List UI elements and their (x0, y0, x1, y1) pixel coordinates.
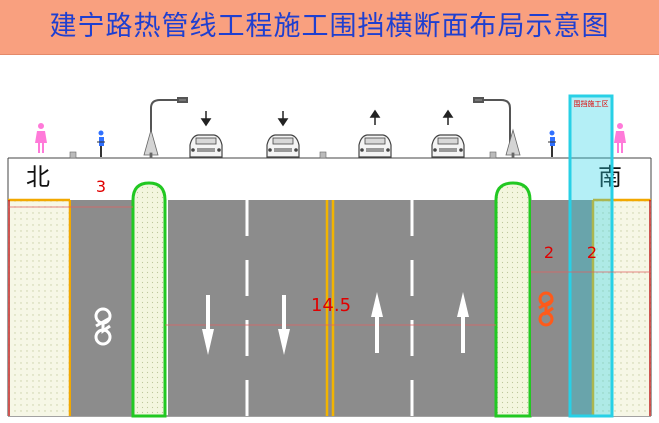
construction-zone (568, 94, 614, 418)
curb-post-center (319, 151, 327, 159)
bike-icon-right (538, 291, 554, 327)
curb-post-left (69, 151, 77, 159)
direction-arrow-down-1 (200, 111, 212, 127)
direction-arrow-down-2 (277, 111, 289, 127)
car-icon-3 (358, 134, 392, 158)
construction-zone-label: 围挡施工区 (574, 99, 609, 108)
direction-arrow-up-2 (442, 109, 454, 125)
tree-right-icon (505, 128, 521, 159)
car-icon-4 (431, 134, 465, 158)
street-light-left-icon (150, 97, 188, 150)
arrow-up-1 (371, 292, 383, 353)
tree-left-icon (143, 128, 159, 159)
left-median (131, 181, 167, 418)
arrow-up-2 (457, 292, 469, 353)
car-icon-2 (266, 134, 300, 158)
dim-right-1: 2 (544, 243, 554, 262)
street-light-right-icon (473, 97, 511, 150)
pedestrian-right-icon (614, 123, 626, 153)
arrow-down-1 (202, 295, 214, 355)
south-label: 南 (598, 163, 622, 191)
cyclist-right-icon (548, 130, 556, 157)
title-bar: 建宁路热管线工程施工围挡横断面布局示意图 (0, 0, 659, 55)
dim-center: 14.5 (311, 295, 351, 316)
dim-right-2: 2 (587, 243, 597, 262)
north-label: 北 (26, 163, 50, 191)
pedestrian-left-icon (35, 123, 47, 153)
car-icon-1 (189, 134, 223, 158)
left-sidewalk (8, 200, 70, 416)
right-median (494, 181, 532, 418)
right-sidewalk (593, 200, 651, 416)
cyclist-left-icon (97, 130, 105, 157)
direction-arrow-up-1 (369, 109, 381, 125)
curb-post-right (489, 151, 497, 159)
page-title: 建宁路热管线工程施工围挡横断面布局示意图 (49, 11, 610, 42)
dim-left-sidewalk: 3 (96, 177, 106, 196)
bike-icon-left (94, 307, 112, 346)
arrow-down-2 (278, 295, 290, 355)
